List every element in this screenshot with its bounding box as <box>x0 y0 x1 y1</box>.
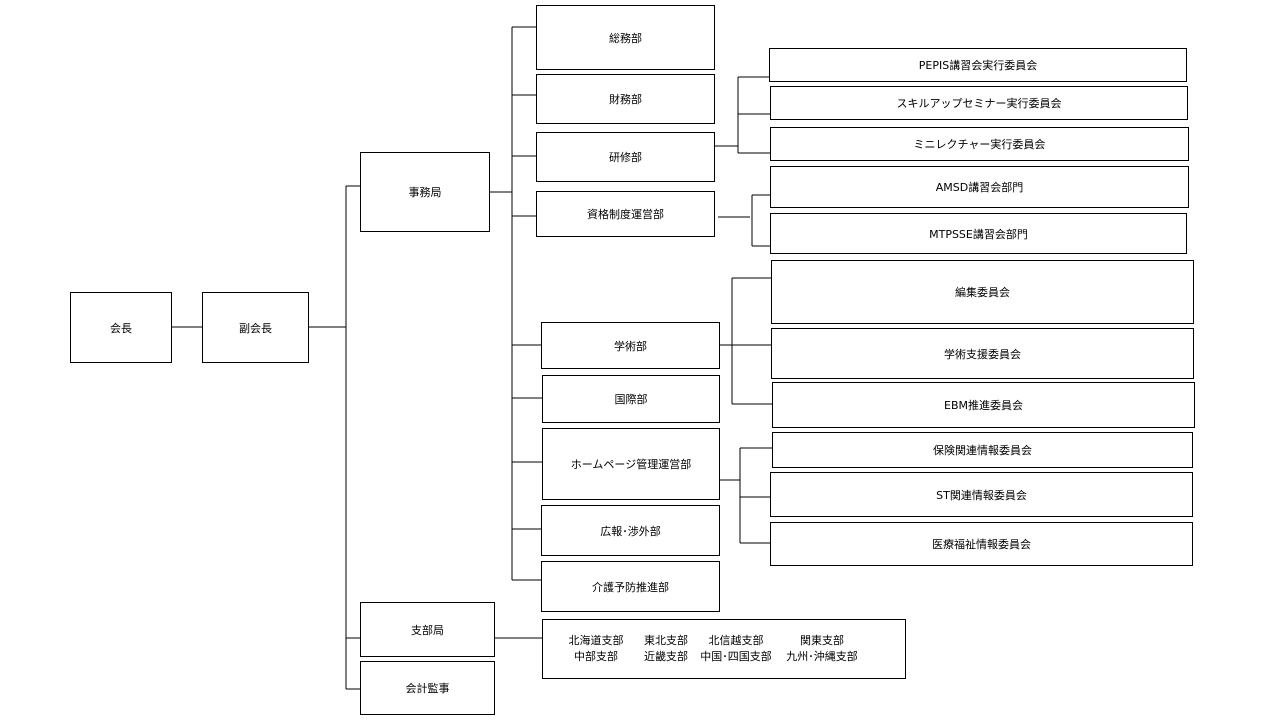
committee-label: 医療福祉情報委員会 <box>932 538 1031 551</box>
auditor-label: 会計監事 <box>405 682 450 695</box>
committee-medical-welfare: 医療福祉情報委員会 <box>770 522 1193 566</box>
committee-label: 保険関連情報委員会 <box>933 444 1032 457</box>
branch-office-box: 支部局 <box>360 602 495 657</box>
vice-president-label: 副会長 <box>239 321 272 335</box>
dept-care-prevention: 介護予防推進部 <box>541 561 720 612</box>
committee-label: AMSD講習会部門 <box>935 181 1024 194</box>
committee-pepis: PEPIS講習会実行委員会 <box>769 48 1187 82</box>
committee-minilecture: ミニレクチャー実行委員会 <box>770 127 1189 161</box>
committee-label: スキルアップセミナー実行委員会 <box>896 97 1062 110</box>
committee-label: 編集委員会 <box>955 286 1010 299</box>
dept-label: ホームページ管理運営部 <box>570 458 692 471</box>
president-box: 会長 <box>70 292 172 363</box>
committee-academic-support: 学術支援委員会 <box>771 328 1194 379</box>
committee-label: ST関連情報委員会 <box>936 488 1027 502</box>
committee-editorial: 編集委員会 <box>771 260 1194 324</box>
committee-label: PEPIS講習会実行委員会 <box>918 59 1038 72</box>
branch-name: 北信越支部 <box>708 634 764 647</box>
dept-label: 学術部 <box>614 339 647 353</box>
dept-label: 総務部 <box>609 31 642 45</box>
secretariat-label: 事務局 <box>408 186 442 199</box>
branch-name: 九州･沖縄支部 <box>786 650 858 663</box>
dept-certification: 資格制度運営部 <box>536 191 715 237</box>
dept-training: 研修部 <box>536 132 715 182</box>
branches-list: 北海道支部 東北支部 北信越支部 関東支部 中部支部 近畿支部 中国･四国支部 … <box>558 634 870 664</box>
branch-name: 東北支部 <box>644 634 688 647</box>
president-label: 会長 <box>110 321 132 335</box>
dept-general-affairs: 総務部 <box>536 5 715 70</box>
dept-label: 広報･渉外部 <box>600 524 661 538</box>
committee-label: MTPSSE講習会部門 <box>929 227 1028 241</box>
dept-label: 研修部 <box>609 151 642 164</box>
dept-international: 国際部 <box>542 375 720 423</box>
committee-insurance: 保険関連情報委員会 <box>772 432 1193 468</box>
committee-label: EBM推進委員会 <box>944 399 1023 412</box>
branches-box: 北海道支部 東北支部 北信越支部 関東支部 中部支部 近畿支部 中国･四国支部 … <box>542 619 906 679</box>
auditor-box: 会計監事 <box>360 661 495 715</box>
dept-label: 資格制度運営部 <box>587 208 664 221</box>
dept-label: 国際部 <box>614 393 648 406</box>
branch-name: 近畿支部 <box>644 650 688 663</box>
dept-label: 介護予防推進部 <box>592 580 669 594</box>
committee-st: ST関連情報委員会 <box>770 472 1193 517</box>
dept-homepage: ホームページ管理運営部 <box>542 428 720 500</box>
dept-academic: 学術部 <box>541 322 720 369</box>
committee-label: ミニレクチャー実行委員会 <box>913 138 1046 151</box>
dept-pr: 広報･渉外部 <box>541 505 720 556</box>
branch-name: 中部支部 <box>574 650 618 663</box>
committee-mtpsse: MTPSSE講習会部門 <box>770 213 1187 254</box>
committee-label: 学術支援委員会 <box>944 347 1021 361</box>
branch-name: 中国･四国支部 <box>700 650 772 663</box>
branch-name: 北海道支部 <box>568 634 624 647</box>
vice-president-box: 副会長 <box>202 292 309 363</box>
committee-amsd: AMSD講習会部門 <box>770 166 1189 208</box>
dept-label: 財務部 <box>609 93 642 106</box>
committee-ebm: EBM推進委員会 <box>772 382 1195 428</box>
secretariat-box: 事務局 <box>360 152 490 232</box>
dept-finance: 財務部 <box>536 74 715 124</box>
branch-office-label: 支部局 <box>411 623 444 637</box>
committee-skillup: スキルアップセミナー実行委員会 <box>770 86 1188 120</box>
branch-name: 関東支部 <box>800 634 844 647</box>
